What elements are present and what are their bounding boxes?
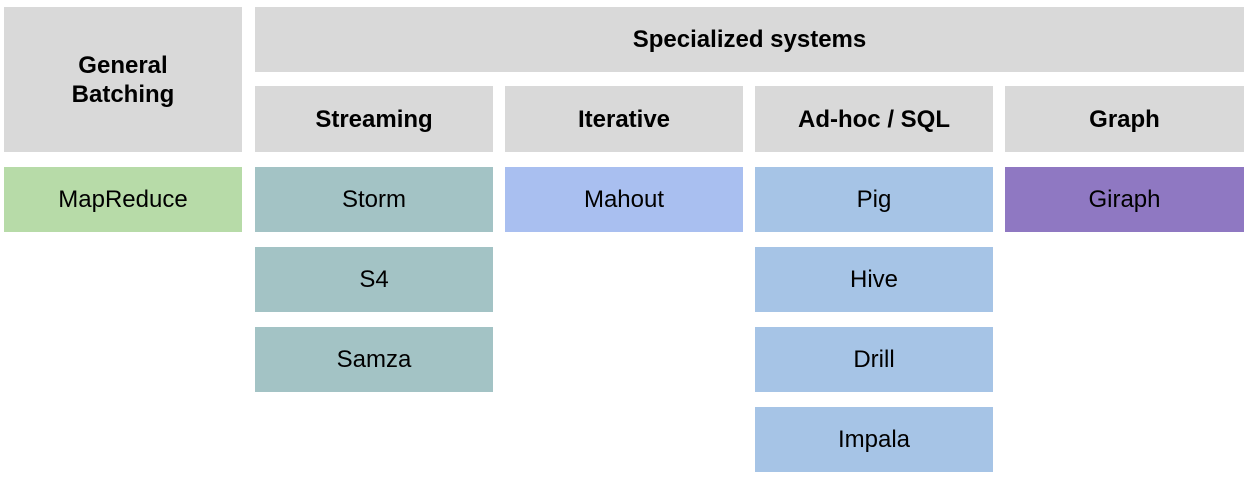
system-label: Giraph <box>1088 185 1161 213</box>
category-header-graph: Graph <box>1005 86 1244 152</box>
system-box-impala: Impala <box>755 407 993 472</box>
system-label: MapReduce <box>58 185 188 213</box>
system-box-drill: Drill <box>755 327 993 392</box>
system-label: Drill <box>853 345 895 373</box>
system-box-storm: Storm <box>255 167 493 232</box>
category-header-label: Iterative <box>577 105 671 133</box>
category-header-adhoc-sql: Ad-hoc / SQL <box>755 86 993 152</box>
category-header-iterative: Iterative <box>505 86 743 152</box>
system-label: Impala <box>837 425 911 453</box>
system-box-giraph: Giraph <box>1005 167 1244 232</box>
system-box-hive: Hive <box>755 247 993 312</box>
specialized-systems-header: Specialized systems <box>255 7 1244 72</box>
system-box-mapreduce: MapReduce <box>4 167 242 232</box>
system-label: Hive <box>849 265 898 293</box>
system-box-mahout: Mahout <box>505 167 743 232</box>
general-batching-header: General Batching <box>4 7 242 152</box>
general-batching-header-label: General Batching <box>71 51 175 108</box>
category-header-label: Graph <box>1089 105 1160 133</box>
system-label: Mahout <box>583 185 665 213</box>
category-header-streaming: Streaming <box>255 86 493 152</box>
system-label: S4 <box>359 265 389 293</box>
system-label: Pig <box>856 185 892 213</box>
category-header-label: Streaming <box>315 105 433 133</box>
system-label: Storm <box>341 185 406 213</box>
category-header-label: Ad-hoc / SQL <box>798 105 950 133</box>
system-box-s4: S4 <box>255 247 493 312</box>
system-box-pig: Pig <box>755 167 993 232</box>
system-box-samza: Samza <box>255 327 493 392</box>
system-label: Samza <box>336 345 412 373</box>
specialized-systems-header-label: Specialized systems <box>632 26 867 53</box>
